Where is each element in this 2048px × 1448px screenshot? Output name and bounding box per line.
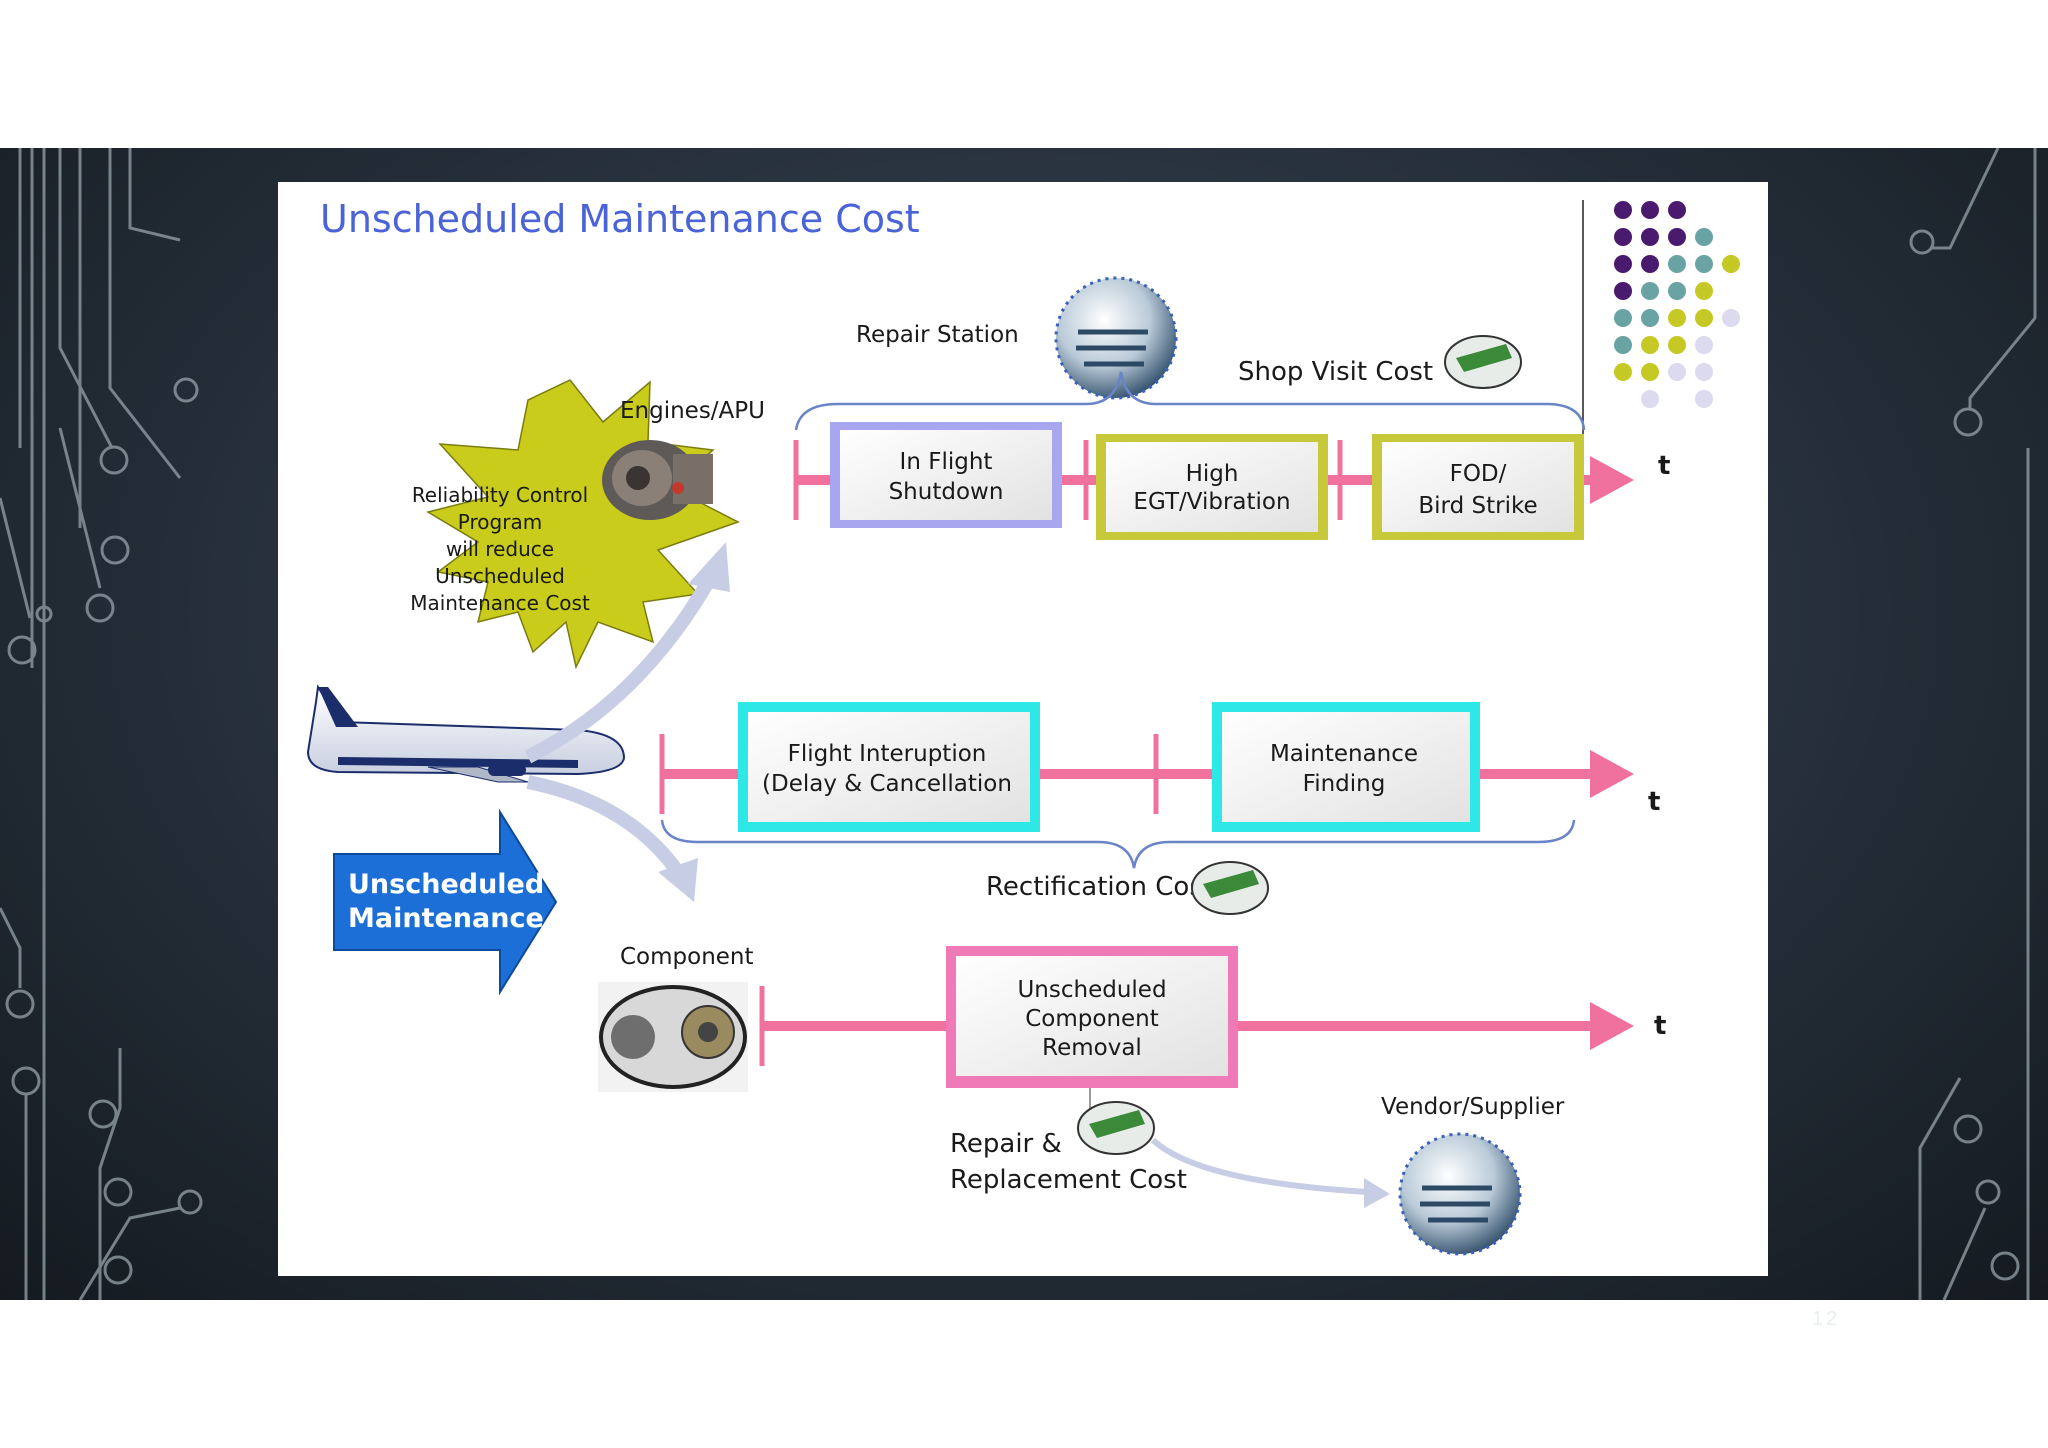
svg-text:Unscheduled: Unscheduled: [348, 869, 544, 900]
svg-text:Maintenance Cost: Maintenance Cost: [410, 591, 590, 615]
svg-text:Unscheduled: Unscheduled: [435, 564, 565, 588]
box-maintenance-finding: Maintenance Finding: [1212, 702, 1480, 832]
box-flight-interuption: Flight Interuption (Delay & Cancellation: [738, 702, 1040, 832]
shop-visit-cost-label: Shop Visit Cost: [1238, 357, 1433, 387]
svg-text:Reliability Control: Reliability Control: [412, 483, 588, 507]
repair-replacement-label-2: Replacement Cost: [950, 1165, 1187, 1195]
box-unscheduled-component-removal: Unscheduled Component Removal: [946, 946, 1238, 1088]
component-time-axis-label: t: [1654, 1011, 1666, 1041]
arrow-to-vendor: [1150, 1137, 1369, 1195]
arrow-plane-to-engine: [524, 578, 715, 764]
maintenance-cost-diagram: Unscheduled Maintenance Cost Reliability…: [306, 197, 1740, 1256]
svg-text:Maintenance: Maintenance: [348, 903, 544, 934]
svg-text:Shutdown: Shutdown: [889, 479, 1004, 505]
circuit-decoration: [0, 148, 2037, 1300]
money-hands-icon: [1444, 335, 1522, 389]
arrow-plane-to-component: [526, 775, 684, 877]
engines-apu-label: Engines/APU: [620, 398, 765, 424]
diagram-panel: Unscheduled Maintenance Cost Reliability…: [278, 182, 1768, 1276]
repair-replacement-label-1: Repair &: [950, 1129, 1062, 1159]
aircraft-time-axis-label: t: [1648, 787, 1660, 817]
svg-text:FOD/: FOD/: [1450, 461, 1507, 487]
component-icon: [598, 982, 748, 1092]
svg-text:Bird Strike: Bird Strike: [1418, 493, 1537, 519]
unscheduled-maintenance-arrow: Unscheduled Maintenance: [333, 808, 558, 996]
vendor-supplier-label: Vendor/Supplier: [1381, 1094, 1565, 1120]
svg-text:Component: Component: [1025, 1006, 1159, 1032]
box-high-egt-vibration: High EGT/Vibration: [1096, 434, 1328, 540]
repair-station-label: Repair Station: [856, 322, 1019, 348]
svg-text:Unscheduled: Unscheduled: [1017, 977, 1166, 1003]
svg-text:Maintenance: Maintenance: [1270, 741, 1418, 767]
box-fod-bird-strike: FOD/ Bird Strike: [1372, 434, 1584, 540]
svg-text:Finding: Finding: [1303, 771, 1386, 797]
svg-text:will reduce: will reduce: [446, 537, 554, 561]
shop-visit-brace: [794, 371, 1586, 431]
rectification-cost-label: Rectification Cost: [986, 872, 1213, 902]
svg-text:Program: Program: [458, 510, 542, 534]
money-hands-icon-3: [1077, 1101, 1155, 1155]
page-number: 12: [1812, 1308, 1841, 1330]
component-label: Component: [620, 944, 754, 970]
box-in-flight-shutdown: In Flight Shutdown: [830, 422, 1062, 528]
starburst-text: Reliability Control Program will reduce …: [410, 483, 590, 615]
engine-time-axis-label: t: [1658, 451, 1670, 481]
diagram-title: Unscheduled Maintenance Cost: [320, 197, 920, 241]
svg-text:In Flight: In Flight: [900, 449, 993, 475]
vendor-globe-icon: [1398, 1132, 1522, 1256]
decorative-dots: [1614, 201, 1740, 408]
svg-text:(Delay & Cancellation: (Delay & Cancellation: [762, 771, 1012, 797]
repair-station-globe-icon: [1054, 276, 1178, 400]
rectification-brace: [660, 819, 1576, 869]
svg-text:Removal: Removal: [1042, 1035, 1142, 1061]
svg-text:High: High: [1186, 461, 1239, 487]
svg-text:Flight Interuption: Flight Interuption: [788, 741, 987, 767]
money-hands-icon-2: [1191, 861, 1269, 915]
engine-icon: [602, 440, 713, 520]
svg-text:EGT/Vibration: EGT/Vibration: [1133, 489, 1290, 515]
